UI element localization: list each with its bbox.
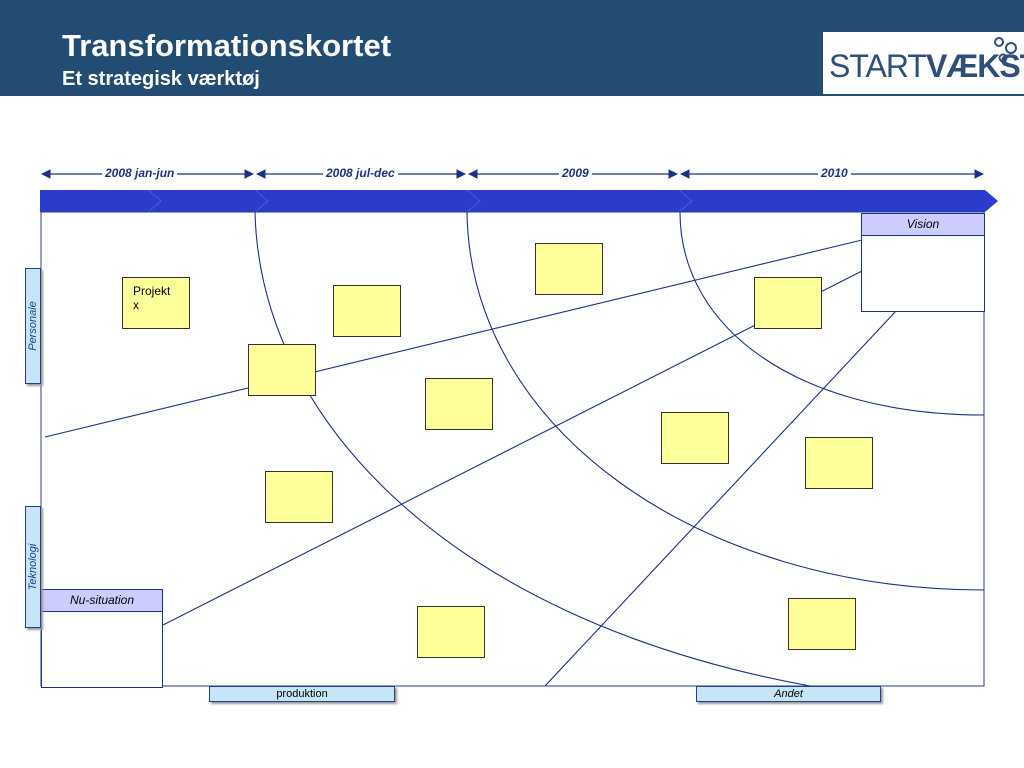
current-situation-header: Nu-situation	[41, 589, 163, 612]
side-tab-teknologi-label: Teknologi	[27, 543, 39, 591]
bottom-tab-produktion[interactable]: produktion	[209, 686, 395, 702]
line-personale	[44, 239, 863, 438]
project-note[interactable]	[417, 606, 485, 658]
project-note[interactable]	[788, 598, 856, 650]
project-note[interactable]	[248, 344, 316, 396]
project-note[interactable]	[661, 412, 729, 464]
project-note[interactable]	[754, 277, 822, 329]
project-note-label: Projekt x	[133, 284, 171, 312]
logo-wordmark-vaekst: VÆKST	[925, 48, 1024, 84]
project-note[interactable]	[425, 378, 493, 430]
vision-header: Vision	[861, 213, 985, 236]
transformation-lines	[44, 239, 898, 687]
period-label-4: 2010	[818, 166, 851, 180]
vision-body[interactable]	[861, 235, 985, 312]
curve-2010	[679, 211, 985, 416]
period-label-2: 2008 jul-dec	[323, 166, 398, 180]
project-note[interactable]	[805, 437, 873, 489]
side-tab-personale-label: Personale	[27, 301, 39, 351]
bottom-tab-andet[interactable]: Andet	[696, 686, 881, 702]
line-teknologi	[162, 270, 863, 626]
project-note[interactable]	[535, 243, 603, 295]
project-note[interactable]	[265, 471, 333, 523]
page-title: Transformationskortet	[62, 28, 392, 63]
project-note[interactable]	[333, 285, 401, 337]
timeline-band	[40, 190, 998, 212]
side-tab-personale[interactable]: Personale	[25, 268, 41, 384]
logo-dots-icon	[994, 37, 1017, 63]
timeline-band-chevrons	[147, 189, 693, 213]
period-label-3: 2009	[559, 166, 592, 180]
curve-2008-jul	[254, 211, 811, 687]
company-logo: STARTVÆKST	[823, 32, 1024, 94]
logo-wordmark-start: START	[829, 48, 927, 84]
page-subtitle: Et strategisk værktøj	[62, 68, 260, 90]
current-situation-body[interactable]	[41, 611, 163, 688]
line-produktion	[544, 309, 898, 687]
logo-wordmark: STARTVÆKST	[829, 48, 1024, 84]
period-label-1: 2008 jan-jun	[102, 166, 178, 180]
time-curves	[254, 211, 985, 687]
curve-2009	[466, 211, 985, 591]
side-tab-teknologi[interactable]: Teknologi	[25, 506, 41, 628]
project-note[interactable]: Projekt x	[122, 277, 190, 329]
